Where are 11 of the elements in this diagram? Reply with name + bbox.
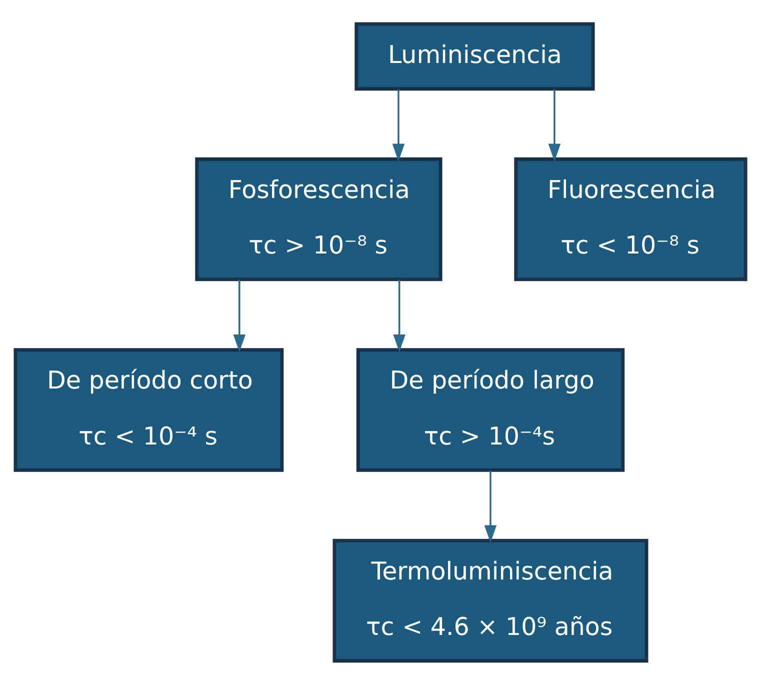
- arrow: [393, 279, 406, 352]
- node-box: De período largo τc > 10⁻⁴s: [356, 348, 625, 472]
- arrow: [392, 88, 405, 161]
- node-box: Termoluminiscencia τc < 4.6 × 10⁹ años: [332, 538, 648, 662]
- node-box: Luminiscencia: [354, 22, 595, 90]
- node-box: Fluorescencia τc < 10⁻⁸ s: [514, 156, 748, 281]
- arrow: [233, 279, 246, 352]
- arrow: [548, 88, 561, 161]
- node-box: De período corto τc < 10⁻⁴ s: [14, 348, 284, 472]
- node-box: Fosforescencia τc > 10⁻⁸ s: [195, 156, 442, 281]
- arrow: [484, 470, 497, 542]
